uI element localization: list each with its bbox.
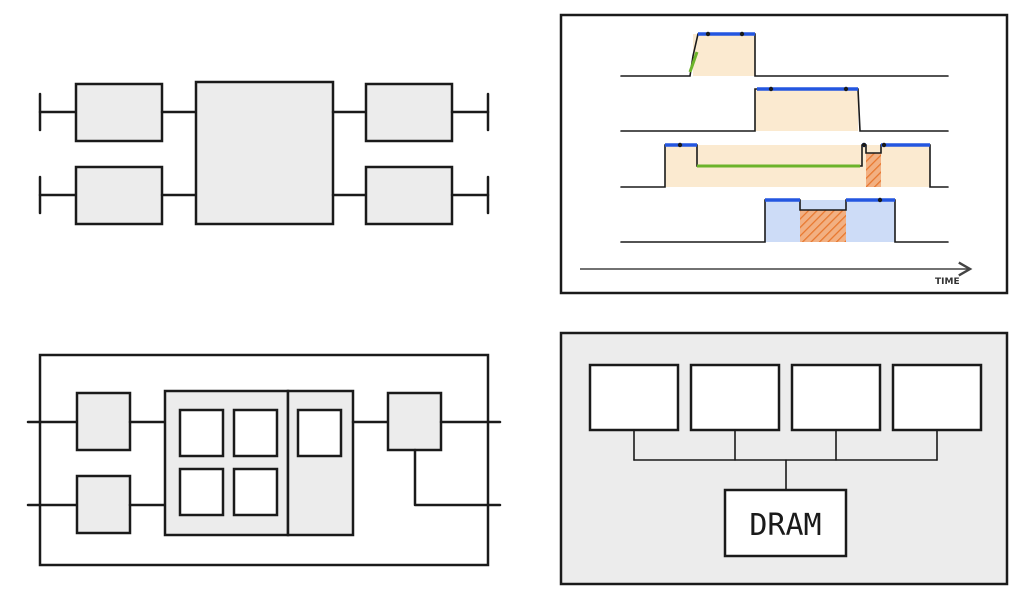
event-marker: [843, 86, 849, 92]
event-marker: [705, 31, 711, 37]
core-box: [194, 80, 335, 226]
timeline-row-3: [620, 142, 949, 188]
dram-label: DRAM: [749, 508, 821, 543]
timeline-row-2: [620, 86, 949, 132]
core-box-4: [891, 363, 983, 432]
core-box-1: [588, 363, 680, 432]
stall-region: [866, 153, 881, 187]
event-marker: [877, 197, 883, 203]
input-stage-box-top: [74, 82, 164, 143]
output-buffer: [386, 391, 443, 452]
timeline-row-4: [620, 197, 949, 243]
processing-element: [178, 467, 225, 517]
side-unit-element: [296, 408, 343, 458]
pipeline-block-diagram: [38, 80, 490, 226]
event-marker: [677, 142, 683, 148]
processing-element: [232, 408, 279, 458]
event-marker: [739, 31, 745, 37]
core-box-2: [689, 363, 781, 432]
wait-segment: [688, 51, 699, 73]
dram-box: [723, 488, 848, 558]
output-wire-bottom: [413, 448, 502, 507]
active-span: [755, 89, 858, 131]
signal-trace: [620, 199, 949, 243]
accelerator-block-diagram: [26, 353, 502, 567]
input-buffer-top: [75, 391, 132, 452]
input-stage-box-bottom: [74, 165, 164, 226]
core-box-3: [790, 363, 882, 432]
event-marker: [768, 86, 774, 92]
event-marker: [881, 142, 887, 148]
processing-element: [178, 408, 225, 458]
stall-region: [800, 210, 846, 242]
timeline-row-1: [620, 31, 949, 77]
output-stage-box-bottom: [364, 165, 454, 226]
time-axis-label: TIME: [935, 277, 960, 287]
memory-architecture-diagram: DRAM: [559, 331, 1009, 586]
active-span: [693, 34, 755, 76]
input-buffer-bottom: [75, 474, 132, 535]
processing-element: [232, 467, 279, 517]
event-marker: [861, 142, 867, 148]
timing-diagram: TIME: [559, 13, 1009, 295]
output-stage-box-top: [364, 82, 454, 143]
